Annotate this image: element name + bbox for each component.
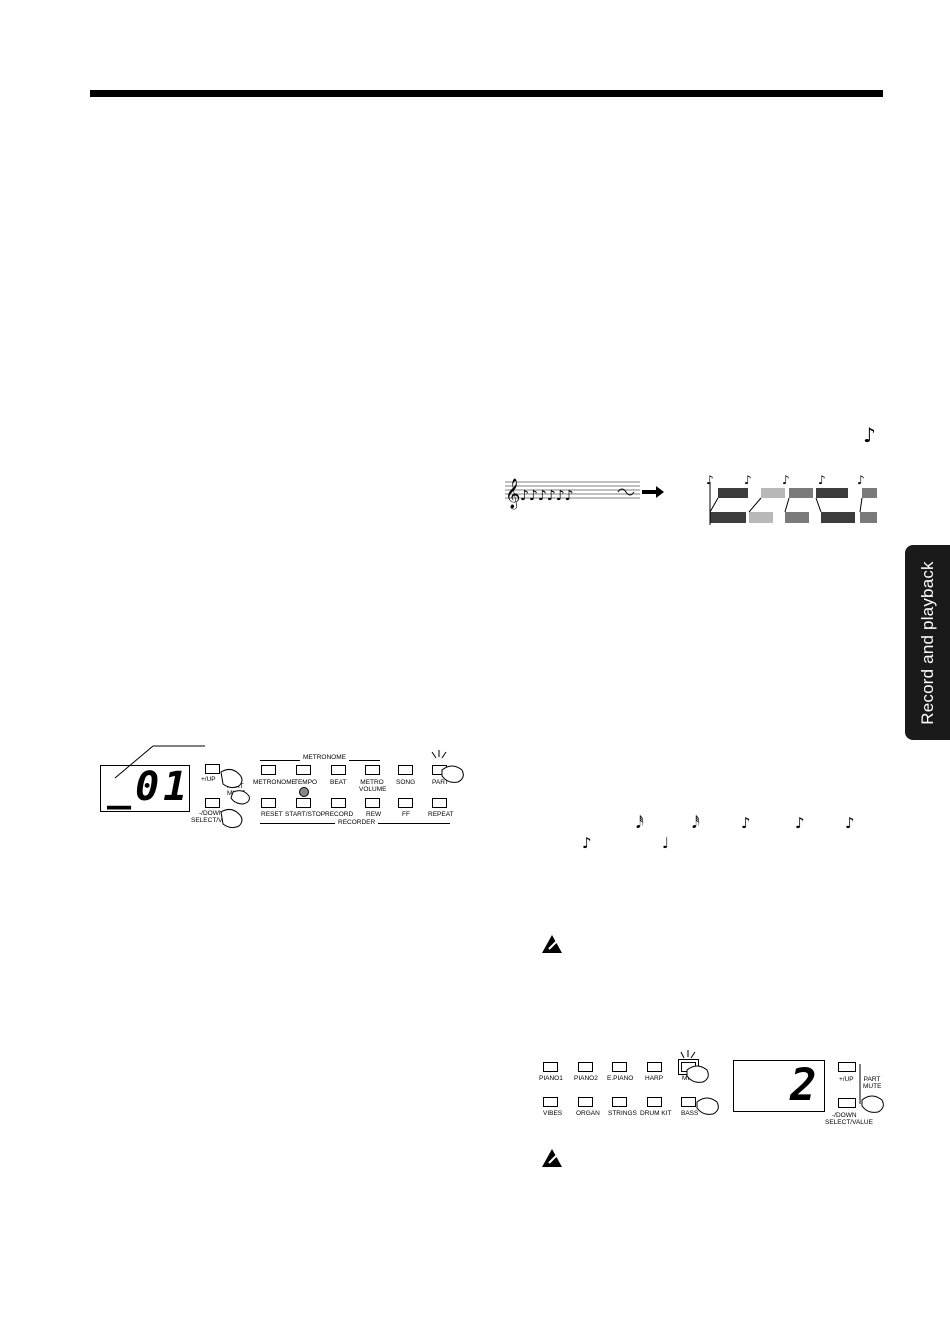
select-value-label: SELECT/VALUE (191, 817, 239, 824)
hand-pointer-icon (859, 1064, 884, 1113)
caution-icon (542, 935, 562, 953)
piano1-label: PIANO1 (539, 1075, 563, 1082)
vibes-button[interactable] (543, 1097, 558, 1107)
harp-label: HARP (645, 1075, 664, 1082)
lcd-display (100, 765, 190, 812)
piano2-label: PIANO2 (574, 1075, 598, 1082)
repeat-button-label: REPEAT (428, 811, 454, 818)
part-hand-pointer-icon (431, 750, 464, 783)
section-tab: Record and playback (905, 545, 950, 740)
minus-down-button-2[interactable] (838, 1098, 856, 1108)
start-stop-button-label: START/STOP (285, 811, 326, 818)
svg-text:♪: ♪ (857, 473, 865, 487)
note-value-6: ♪ (582, 834, 592, 852)
strings-label: STRINGS (608, 1110, 637, 1117)
part-button-label: PART (432, 779, 449, 786)
treble-clef-icon: 𝄞 (505, 478, 520, 510)
plus-up-button[interactable] (205, 764, 220, 774)
timing-blocks: ♪ ♪ ♪ ♪ ♪ (706, 473, 877, 525)
plus-up-label: +/UP (201, 776, 216, 783)
bass-label: BASS (681, 1110, 699, 1117)
organ-button[interactable] (578, 1097, 593, 1107)
caution-icon (542, 1149, 562, 1167)
e-piano-label: E.PIANO (607, 1075, 634, 1082)
repeat-button[interactable] (432, 798, 447, 808)
tempo-button[interactable] (296, 765, 311, 775)
arrow-right-icon (642, 486, 664, 498)
plus-up-button-2[interactable] (838, 1062, 856, 1072)
note-value-4: ♪ (795, 814, 805, 832)
section-tab-label: Record and playback (917, 560, 937, 725)
e-piano-button[interactable] (612, 1062, 627, 1072)
metronome-button[interactable] (261, 765, 276, 775)
minus-down-button[interactable] (205, 798, 220, 808)
note-value-5: ♪ (845, 814, 855, 832)
ff-button-label: FF (402, 811, 410, 818)
song-button[interactable] (398, 765, 413, 775)
metro-volume-button[interactable] (365, 765, 380, 775)
strings-button[interactable] (612, 1097, 627, 1107)
part-mute-label-2: PART MUTE (863, 1076, 882, 1090)
drum-kit-button[interactable] (647, 1097, 662, 1107)
lcd-display-value: _01 (107, 764, 192, 810)
plus-up-label-2: +/UP (839, 1076, 854, 1083)
metronome-group-label: METRONOME (300, 754, 349, 761)
lcd-display-2-value: 2 (790, 1060, 817, 1111)
vibes-label: VIBES (543, 1110, 563, 1117)
ff-button[interactable] (398, 798, 413, 808)
piano1-button[interactable] (543, 1062, 558, 1072)
note-value-3: ♪ (741, 814, 751, 832)
hand-pointer-icon (680, 1050, 719, 1115)
beat-button[interactable] (331, 765, 346, 775)
harp-button[interactable] (647, 1062, 662, 1072)
select-value-label-2: SELECT/VALUE (825, 1119, 873, 1126)
header-rule (90, 90, 883, 97)
recorder-panel-diagram: _01 +/UP -/DOWN SELECT/VALUE PART MUTE M… (95, 740, 464, 830)
svg-text:♪♪♪♪♪♪: ♪♪♪♪♪♪ (520, 488, 574, 504)
svg-text:♪: ♪ (706, 473, 714, 487)
quantize-diagram: 𝄞 ♪♪♪♪♪♪ ♪ ♪ ♪ ♪ ♪ ♪ (505, 423, 877, 525)
svg-text:♪: ♪ (744, 473, 752, 487)
rew-button-label: REW (366, 811, 382, 818)
song-button-label: SONG (396, 779, 416, 786)
svg-text:♪: ♪ (782, 473, 790, 487)
record-button[interactable] (331, 798, 346, 808)
drum-kit-label: DRUM KIT (640, 1110, 672, 1117)
organ-label: ORGAN (576, 1110, 600, 1117)
reset-button-label: RESET (261, 811, 283, 818)
metro-volume-button-label: METRO VOLUME (359, 779, 387, 793)
minus-down-label-2: -/DOWN (832, 1112, 857, 1119)
note-value-2: 𝅘𝅥𝅰 (692, 814, 700, 832)
tempo-button-label: TEMPO (294, 779, 318, 786)
callout-line (114, 745, 205, 779)
hand-pointer-icon (220, 768, 250, 829)
recorder-group-label: RECORDER (335, 819, 379, 826)
eighth-note-icon: ♪ (863, 423, 876, 447)
start-stop-button[interactable] (296, 798, 311, 808)
staff (505, 481, 640, 499)
sound-panel-diagram: PIANO1 PIANO2 E.PIANO HARP MIDI VIBES OR… (535, 1050, 895, 1130)
svg-text:♪: ♪ (818, 473, 826, 487)
reset-button[interactable] (261, 798, 276, 808)
record-button-label: RECORD (325, 811, 354, 818)
minus-down-label: -/DOWN (199, 810, 224, 817)
tempo-led-icon (299, 787, 309, 797)
note-value-1: 𝅘𝅥𝅰 (636, 814, 644, 832)
beat-button-label: BEAT (330, 779, 347, 786)
metronome-button-label: METRONOME (253, 779, 296, 786)
bass-button[interactable] (681, 1097, 696, 1107)
piano2-button[interactable] (578, 1062, 593, 1072)
lcd-display-2 (733, 1060, 825, 1112)
note-value-7: ♩ (662, 834, 670, 852)
rew-button[interactable] (365, 798, 380, 808)
